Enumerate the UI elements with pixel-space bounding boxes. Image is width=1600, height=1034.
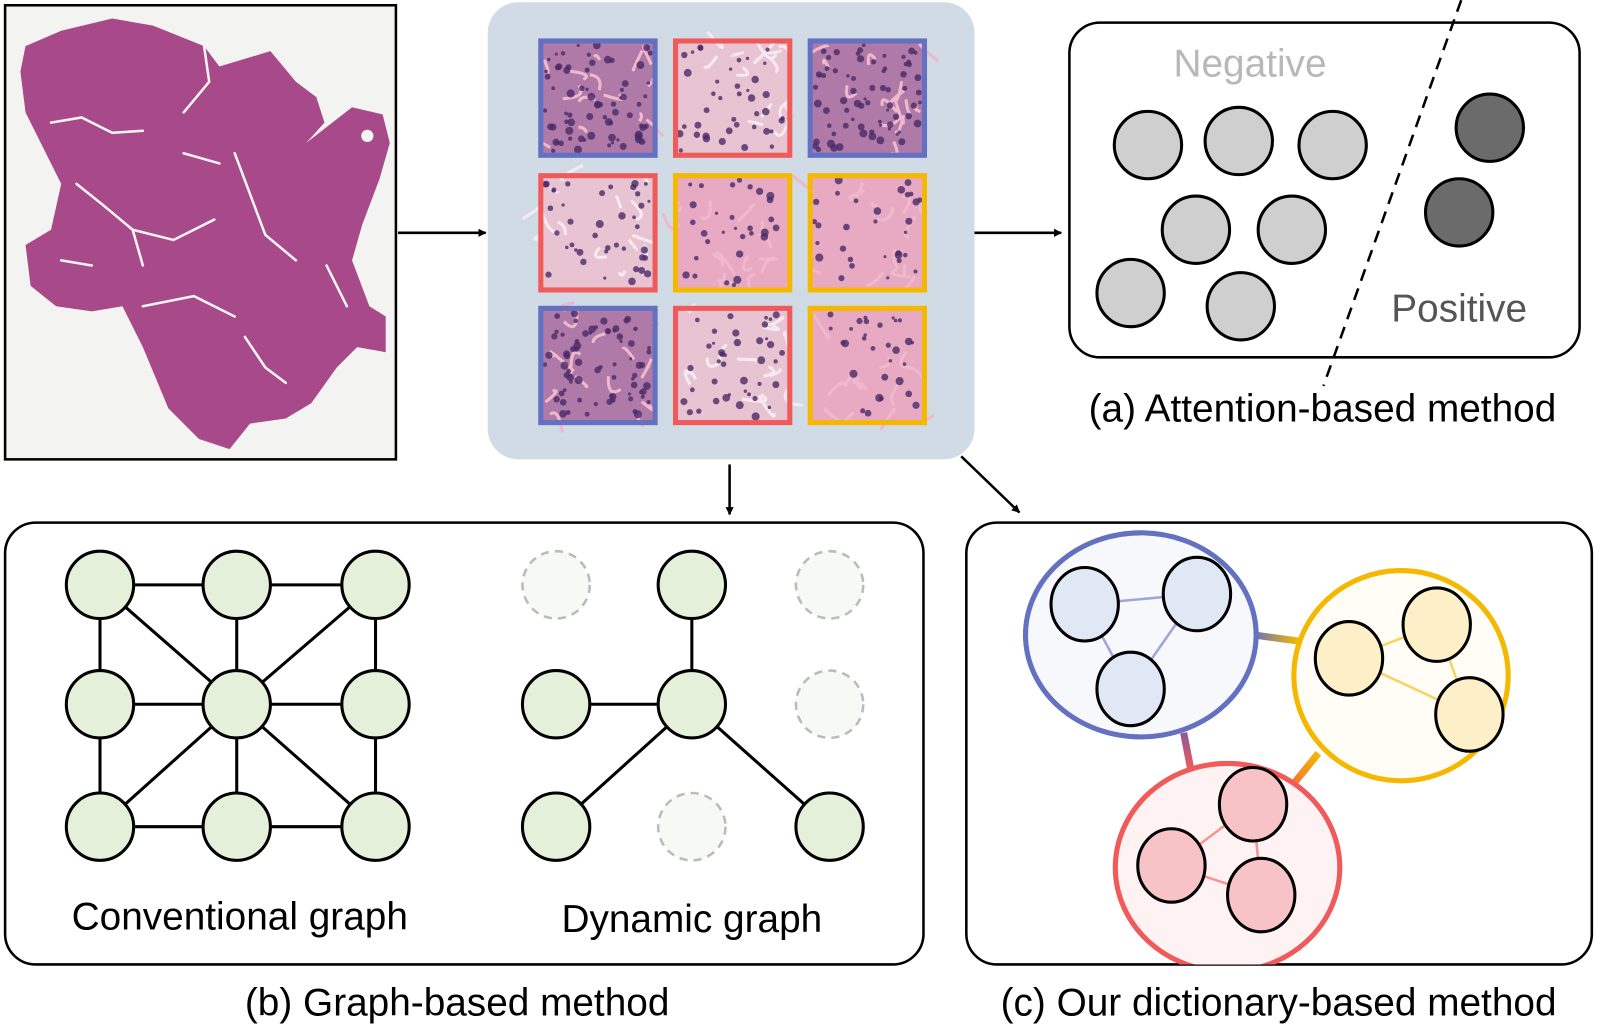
inactive-graph-node [794,549,865,620]
patch-panel [487,2,975,460]
dictionary-node [1217,765,1289,843]
negative-instance-node [1256,194,1328,265]
graph-caption: (b) Graph-based method [245,981,670,1024]
dictionary-node [1161,555,1233,633]
negative-instance-node [1112,109,1184,181]
patch-tile-yellow [661,173,793,294]
graph-node [340,549,411,621]
conventional-graph-label: Conventional graph [72,896,408,939]
dynamic-graph-label: Dynamic graph [561,898,822,941]
graph-node [201,549,272,621]
negative-label: Negative [1174,43,1327,86]
attention-caption: (a) Attention-based method [1089,388,1557,431]
dictionary-node [1313,620,1385,697]
inactive-graph-node [521,549,592,620]
positive-instance-node [1454,92,1525,163]
dictionary-node [1226,856,1297,934]
negative-instance-node [1205,271,1277,342]
dictionary-node [1049,565,1120,643]
patch-tile-yellow [807,305,935,431]
dictionary-node [1434,676,1505,753]
negative-instance-node [1095,257,1166,329]
dictionary-node [1401,586,1472,663]
positive-instance-node [1423,177,1495,248]
graph-node [201,791,272,862]
patch-tile-blue [807,38,940,158]
patch-tile-red [672,303,804,426]
patch-tile-blue [538,301,660,433]
positive-label: Positive [1391,288,1527,331]
patch-tile-yellow [791,173,928,293]
patch-tile-blue [537,38,665,158]
inactive-graph-node [656,791,727,862]
negative-instance-node [1160,194,1232,265]
graph-node [340,669,411,740]
decision-boundary [1322,0,1463,387]
graph-node [64,549,136,621]
patch-tile-red [672,30,794,158]
negative-instance-node [1297,109,1368,181]
graph-node [520,669,592,740]
graph-node [64,791,136,862]
dictionary-node [1095,650,1166,728]
graph-node [794,791,865,862]
arrow-to-dictionary [960,455,1021,514]
inactive-graph-node [794,669,865,740]
graph-panel: Conventional graph Dynamic graph [3,521,925,966]
graph-node [201,669,272,740]
attention-panel: Negative Positive [1068,0,1581,387]
graph-node [520,791,592,862]
tissue-section [20,18,390,450]
negative-instance-node [1203,105,1274,177]
graph-node [656,549,728,621]
patch-tile-red [521,163,658,293]
dictionary-node [1136,827,1207,904]
dictionary-panel [965,521,1594,966]
graph-node [64,669,136,740]
whole-slide-image [3,3,398,461]
graph-node [340,791,411,862]
dictionary-caption: (c) Our dictionary-based method [1001,981,1557,1024]
graph-node [656,669,728,740]
